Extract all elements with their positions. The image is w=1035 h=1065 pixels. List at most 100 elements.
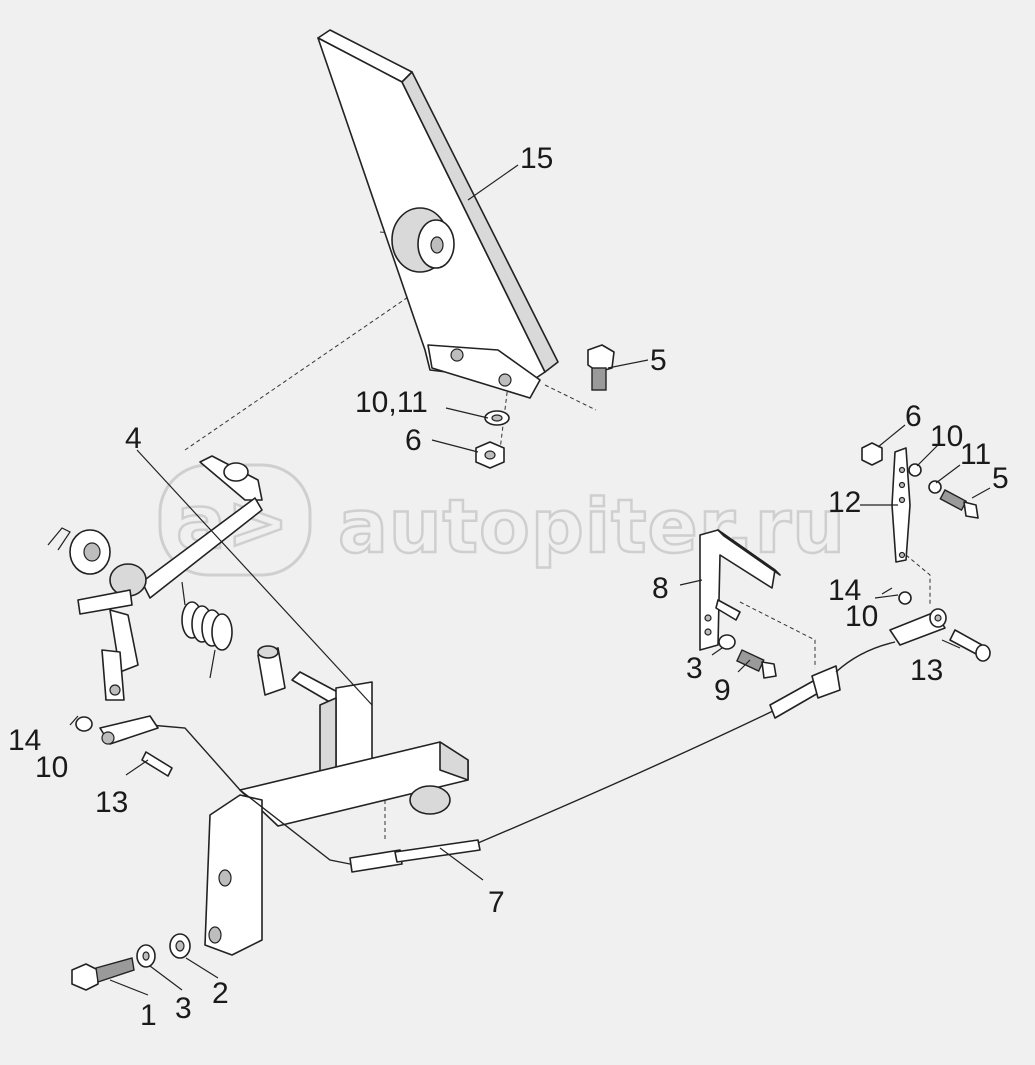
callout-11-right: 11 (960, 438, 991, 471)
leader-9 (737, 659, 751, 673)
lever-hole (109, 684, 121, 696)
bracket-hole (704, 614, 712, 622)
callout-3-bottom: 3 (175, 992, 192, 1025)
spring (181, 581, 233, 679)
leader-7 (439, 847, 484, 881)
strap-hole (898, 551, 906, 559)
assembly-line (739, 601, 816, 668)
strap-hole (898, 481, 906, 489)
spring-end (209, 649, 216, 679)
leader-10-right2 (874, 594, 899, 599)
clevis-right (889, 608, 947, 646)
bolt-part-5-top (587, 344, 615, 391)
nut-part-6-right (861, 442, 883, 466)
callout-6-top: 6 (405, 424, 422, 457)
leader-3-mid (711, 647, 723, 656)
bracket-hole (704, 628, 712, 636)
callout-13-left: 13 (95, 786, 128, 819)
lever-part-4 (77, 455, 263, 701)
callout-10-left: 10 (35, 751, 68, 784)
washer-part-11-right (928, 480, 942, 494)
bracket-body (204, 671, 469, 956)
pedal-part-15 (317, 29, 559, 399)
clevis-hole (934, 614, 942, 622)
bracket-boss (409, 785, 451, 815)
bolt-thread (95, 957, 135, 983)
callout-8: 8 (652, 572, 669, 605)
bushing-top (257, 645, 279, 659)
callout-10-right: 10 (930, 420, 963, 453)
bracket-arm-end (439, 741, 469, 781)
callout-5-right: 5 (992, 462, 1009, 495)
bolt-head (71, 963, 99, 991)
leader-11-right (935, 464, 961, 484)
callout-12: 12 (828, 486, 861, 519)
assembly-line (544, 384, 597, 411)
callout-14-left: 14 (8, 724, 41, 757)
pin-head (975, 644, 991, 662)
callout-9: 9 (714, 674, 731, 707)
bolt-thread (735, 649, 765, 672)
callout-7: 7 (488, 886, 505, 919)
callout-2: 2 (212, 977, 229, 1010)
cable-end-sleeve (769, 679, 821, 719)
leader-6-top (431, 439, 479, 453)
callout-10-right2: 10 (845, 600, 878, 633)
callout-3-mid: 3 (686, 652, 703, 685)
washer-hole (175, 940, 185, 952)
cable-fitting (349, 849, 403, 873)
bolt-head (761, 661, 777, 679)
strap-hole (898, 466, 906, 474)
linkage-rod (149, 724, 241, 791)
callout-14-right: 14 (828, 574, 861, 607)
leader-5-right (971, 487, 991, 499)
bolt-head (587, 344, 615, 373)
cable-end-rod (835, 641, 896, 673)
cable-sleeve (394, 839, 481, 863)
pedal-hole (498, 373, 512, 387)
leader-lines (69, 164, 991, 996)
shaft-bushing (223, 462, 249, 482)
washer-hole (491, 414, 503, 422)
leader-8 (679, 579, 703, 586)
strap-hole (898, 496, 906, 504)
cable-rod (239, 789, 356, 866)
callouts: 15 5 10,11 6 4 6 10 11 5 12 8 14 10 13 3… (8, 142, 1009, 1032)
washer-hole (142, 951, 150, 961)
leader-5-top (607, 359, 649, 369)
spring-coil (211, 613, 233, 651)
bracket-stud (715, 599, 741, 621)
nut-hole (484, 450, 496, 460)
callout-10-11-top: 10,11 (355, 386, 428, 419)
leader-1 (109, 979, 149, 996)
assembly-line (905, 554, 931, 605)
lever-arm (141, 497, 263, 599)
leader-3-bottom (149, 965, 183, 991)
assembly-line (499, 384, 509, 451)
pin-part-13-right (949, 629, 991, 662)
washer-part-10-left (75, 716, 93, 732)
leader-13-right (941, 639, 961, 649)
washer-part-10-right2 (898, 591, 912, 605)
callout-15: 15 (520, 142, 553, 175)
leader-10-11-top (445, 407, 489, 419)
leader-14-right (881, 587, 893, 595)
cable-part-7 (239, 641, 896, 873)
leader-6-right (877, 424, 906, 448)
leader-13-left (125, 759, 149, 776)
leader-4 (136, 449, 373, 706)
leader-15 (467, 164, 519, 201)
cable-end-nut (811, 665, 841, 699)
leader-14-left (69, 715, 79, 726)
bolt-thread (939, 489, 968, 512)
bolt-part-9 (735, 649, 777, 679)
pin-left (141, 751, 173, 777)
pedal-edge (401, 71, 559, 373)
pedal-hole (450, 348, 464, 362)
washer-left-hole (83, 542, 101, 562)
left-linkage (75, 715, 241, 791)
bracket-hole (218, 869, 232, 887)
bolt-part-5-right (939, 489, 979, 519)
